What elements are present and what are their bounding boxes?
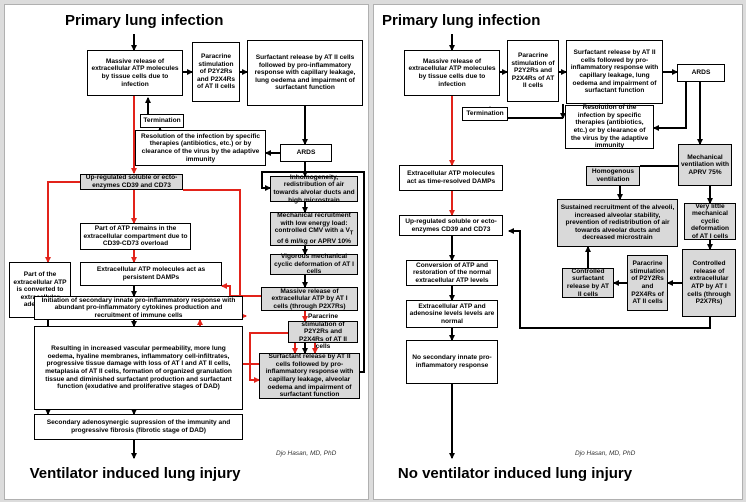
right-footer: No ventilator induced lung injury — [397, 465, 633, 482]
arrow-paracrine2-to-surfactant-side — [249, 332, 288, 383]
left-node-mech-recruit: Mechanical recruitment with low energy l… — [270, 212, 358, 246]
right-node-paracrine2: Paracrine stimulation of P2Y2Rs and P2X4… — [627, 255, 668, 311]
left-node-ards: ARDS — [280, 144, 332, 162]
left-node-paracrine: Paracrine stimulation of P2Y2Rs and P2X4… — [192, 42, 240, 102]
left-title: Primary lung infection — [65, 12, 224, 29]
right-node-controlled-release: Controlled release of extracellular ATP … — [682, 249, 736, 317]
left-node-inhomogeneity: Inhomogeneity, redistribution of air tow… — [270, 174, 358, 204]
left-node-paracrine2: Paracrine stimulation of P2Y2Rs and P2X4… — [288, 313, 358, 350]
right-node-conversion: Conversion of ATP and restoration of the… — [406, 260, 498, 286]
right-node-sustained: Sustained recruitment of the alveoli, in… — [557, 199, 678, 247]
left-node-secondary: Secondary adenosynergic supression of th… — [34, 414, 243, 440]
left-node-surfactant-bottom: Surfactant release by AT II cells follow… — [259, 353, 360, 399]
right-node-upregulated: Up-regulated soluble or ecto-enzymes CD3… — [399, 215, 503, 236]
left-signature: Djo Hasan, MD, PhD — [276, 450, 337, 457]
left-node-termination: Termination — [140, 114, 184, 128]
left-footer: Ventilator induced lung injury — [29, 465, 241, 482]
arrow-upreg-to-paracrine2 — [183, 189, 247, 319]
arrow-massive-to-damps — [221, 283, 261, 297]
arrow-r-ards-to-resolution — [653, 82, 687, 131]
right-node-paracrine: Paracrine stimulation of P2Y2Rs and P2X4… — [507, 40, 559, 102]
right-title: Primary lung infection — [382, 12, 541, 29]
right-node-mech-vent: Mechanical ventilation with APRV 75% — [678, 144, 732, 186]
right-node-no-secondary: No secondary innate pro-inflammatory res… — [406, 340, 498, 384]
left-node-mech-recruit-text: Mechanical recruitment with low energy l… — [274, 212, 354, 246]
right-node-extracellular-levels: Extracellular ATP and adenosine levels l… — [406, 300, 498, 328]
right-node-ards: ARDS — [677, 64, 725, 82]
left-node-resolution: Resolution of the infection by specific … — [135, 130, 266, 166]
left-node-vigorous: Vigorous mechanical cyclic deformation o… — [270, 253, 358, 275]
left-node-initiation: Initiation of secondary innate pro-infla… — [34, 296, 243, 320]
arrow-upreg-to-converted — [45, 181, 80, 263]
left-node-surfactant-top: Surfactant release by AT II cells follow… — [247, 40, 363, 106]
arrow-r-controlled-to-upreg — [508, 228, 711, 329]
left-node-upregulated: Up-regulated soluble or ecto-enzymes CD3… — [80, 174, 183, 190]
right-signature: Djo Hasan, MD, PhD — [575, 450, 636, 457]
right-node-resolution: Resolution of the infection by specific … — [565, 104, 654, 149]
right-node-very-little: Very little mechanical cyclic deformatio… — [684, 203, 736, 240]
right-node-controlled-surfactant: Controlled surfactant release by AT II c… — [562, 268, 614, 298]
right-node-homogenous: Homogenous ventilation — [586, 166, 640, 186]
right-node-massive-release: Massive release of extracellular ATP mol… — [404, 50, 500, 96]
left-node-massive-release: Massive release of extracellular ATP mol… — [87, 50, 183, 96]
left-node-extracellular-damps: Extracellular ATP molecules act as persi… — [80, 262, 222, 286]
left-node-resulting: Resulting in increased vascular permeabi… — [34, 326, 243, 410]
arrow-loop-back — [261, 171, 365, 373]
left-node-massive-release-at1: Massive release of extracellular ATP by … — [261, 287, 358, 311]
left-node-part-remains: Part of ATP remains in the extracellular… — [80, 223, 191, 250]
right-node-termination: Termination — [462, 107, 508, 121]
right-node-extracellular-damps: Extracellular ATP molecules act as time-… — [399, 165, 503, 191]
right-node-surfactant-top: Surfactant release by AT II cells follow… — [566, 40, 663, 104]
